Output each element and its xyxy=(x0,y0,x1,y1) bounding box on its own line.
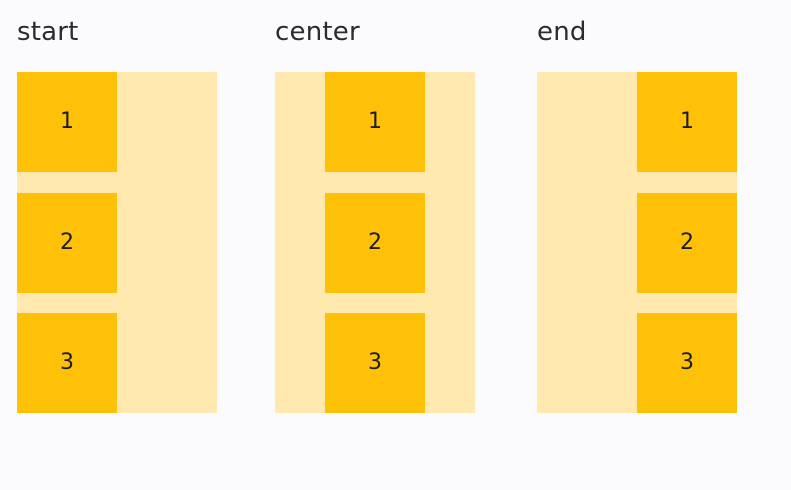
flex-item-label: 1 xyxy=(60,109,74,134)
flex-item-label: 3 xyxy=(368,350,382,375)
flex-item: 3 xyxy=(637,313,737,413)
flex-item-label: 1 xyxy=(368,109,382,134)
flex-item-label: 3 xyxy=(680,350,694,375)
flex-item-label: 2 xyxy=(680,229,694,255)
flex-item: 1 xyxy=(325,72,425,172)
flex-item-label: 3 xyxy=(60,350,74,375)
flex-item: 2 xyxy=(637,192,737,293)
flex-item: 3 xyxy=(17,313,117,413)
flex-item: 2 xyxy=(325,192,425,293)
group-label-end: end xyxy=(537,17,587,47)
flex-container-start: 1 2 3 xyxy=(17,72,217,413)
flex-container-end: 1 2 3 xyxy=(537,72,737,413)
group-label-start: start xyxy=(17,17,79,47)
flex-item: 1 xyxy=(17,72,117,172)
flex-item: 2 xyxy=(17,192,117,293)
flex-container-center: 1 2 3 xyxy=(275,72,475,413)
flex-item-label: 1 xyxy=(680,109,694,134)
flex-item: 3 xyxy=(325,313,425,413)
flex-item: 1 xyxy=(637,72,737,172)
group-label-center: center xyxy=(275,17,360,47)
flex-item-label: 2 xyxy=(60,229,74,255)
flex-item-label: 2 xyxy=(368,229,382,255)
